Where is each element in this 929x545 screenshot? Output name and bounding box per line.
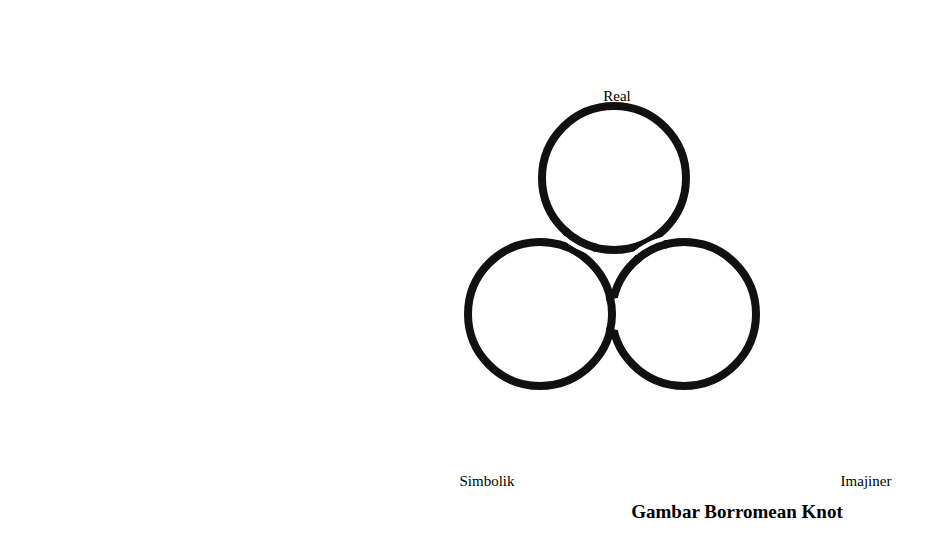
figure-caption: Gambar Borromean Knot (631, 501, 842, 523)
ring (612, 242, 756, 386)
ring-crossing (636, 244, 668, 260)
ring-label: Imajiner (841, 473, 892, 490)
ring-crossing (610, 296, 612, 332)
ring-crossing (610, 296, 612, 332)
ring-crossing (565, 231, 596, 248)
ring (542, 106, 686, 250)
ring-label: Simbolik (459, 473, 514, 490)
ring-crossing (565, 231, 596, 248)
ring-label: Real (603, 88, 631, 105)
ring-crossing (636, 244, 668, 260)
ring (468, 242, 612, 386)
